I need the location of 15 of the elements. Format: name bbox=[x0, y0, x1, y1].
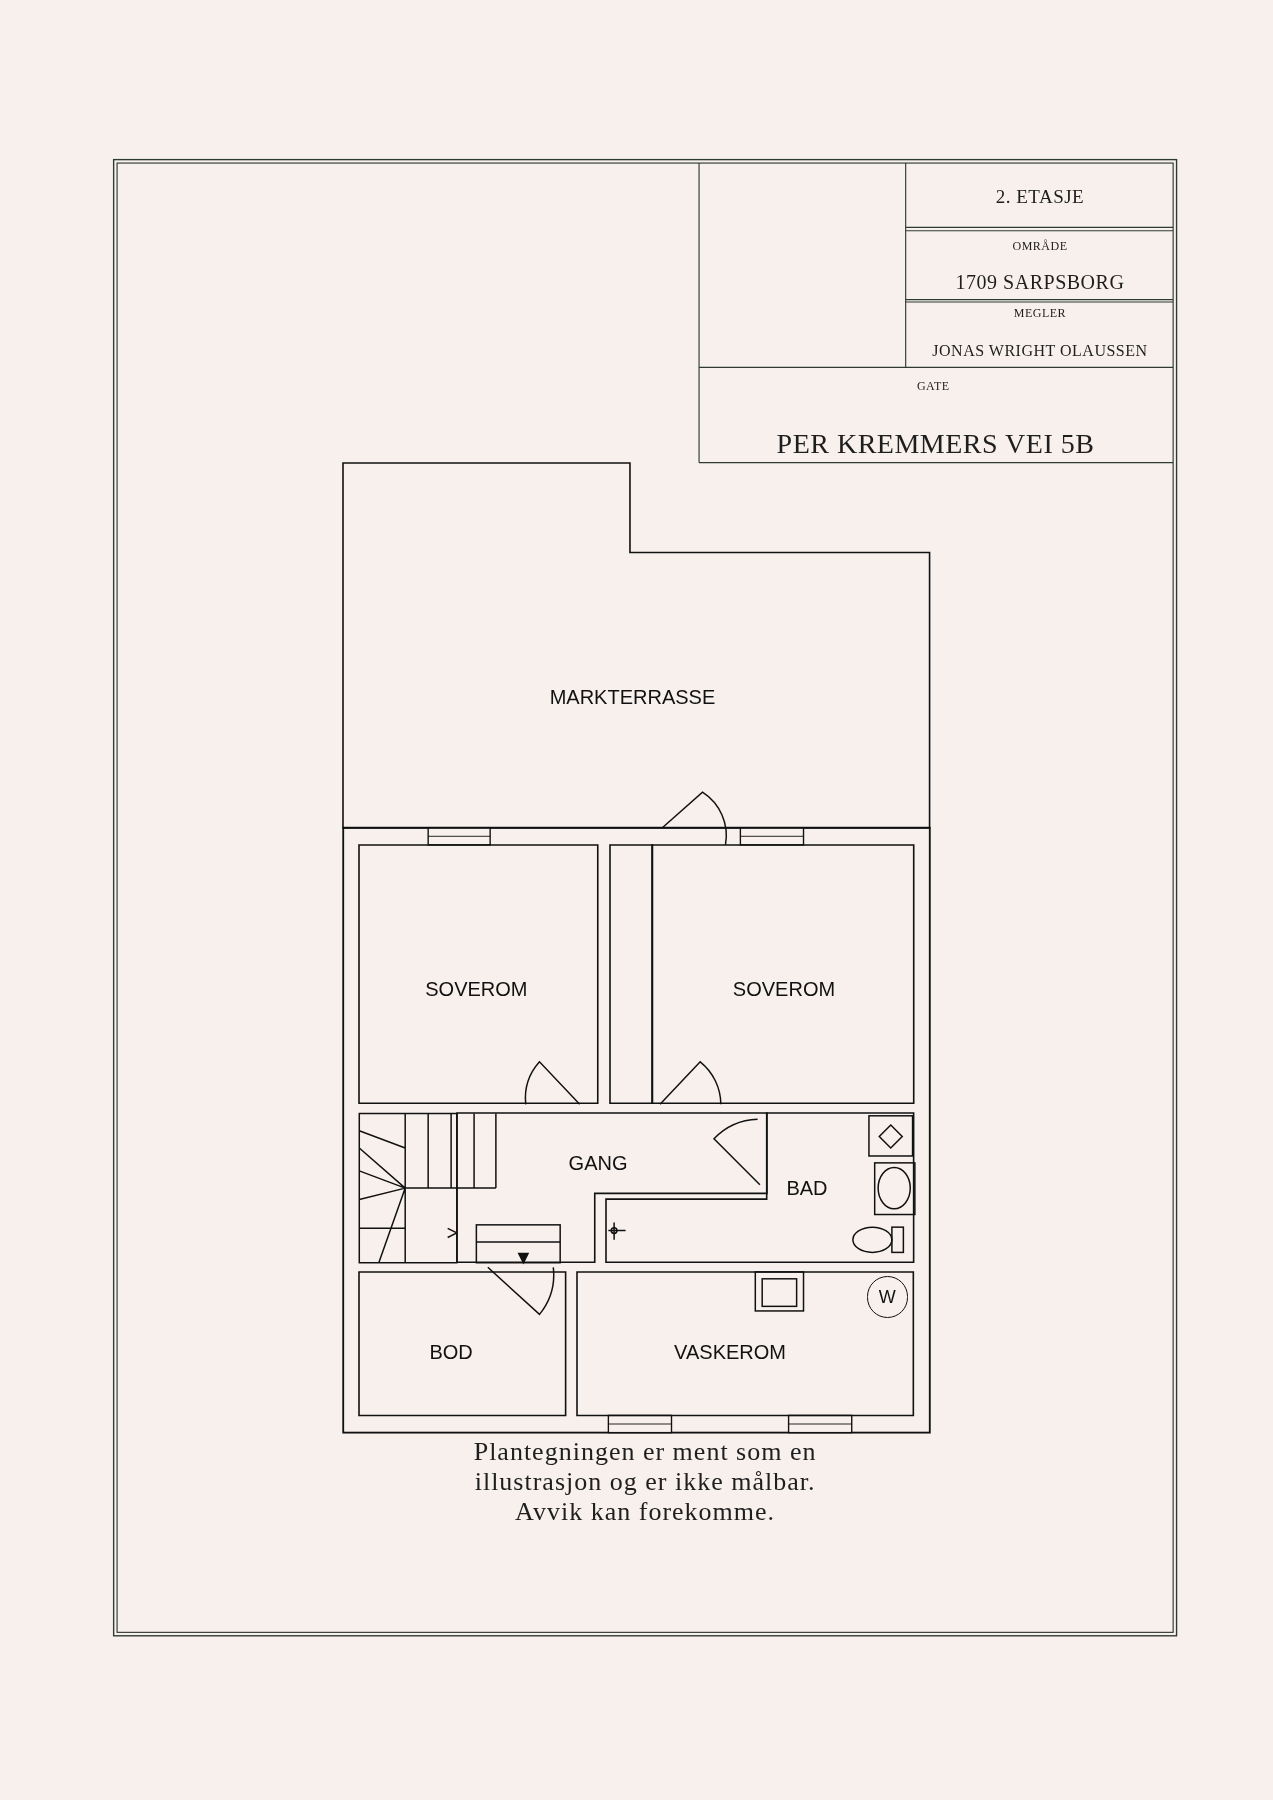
header-text: 1709 SARPSBORG bbox=[955, 270, 1125, 294]
room-label: BAD bbox=[786, 1176, 828, 1200]
room-label: SOVEROM bbox=[425, 977, 528, 1001]
room-label: VASKEROM bbox=[674, 1340, 786, 1364]
room-label: SOVEROM bbox=[732, 977, 836, 1001]
room-label: BOD bbox=[429, 1340, 473, 1364]
disclaimer-caption: Plantegningen er ment som en illustrasjon og er ikke målbar. Avvik kan forekomme. bbox=[472, 1437, 818, 1528]
header-text: MEGLER bbox=[1013, 305, 1067, 321]
room-label: MARKTERRASSE bbox=[549, 685, 716, 709]
room-label: GANG bbox=[568, 1151, 628, 1175]
header-text: JONAS WRIGHT OLAUSSEN bbox=[932, 342, 1148, 361]
header-text: GATE bbox=[916, 378, 950, 394]
header-text: PER KREMMERS VEI 5B bbox=[776, 428, 1095, 461]
header-text: OMRÅDE bbox=[1012, 238, 1068, 254]
header-text: 2. ETASJE bbox=[995, 186, 1085, 209]
